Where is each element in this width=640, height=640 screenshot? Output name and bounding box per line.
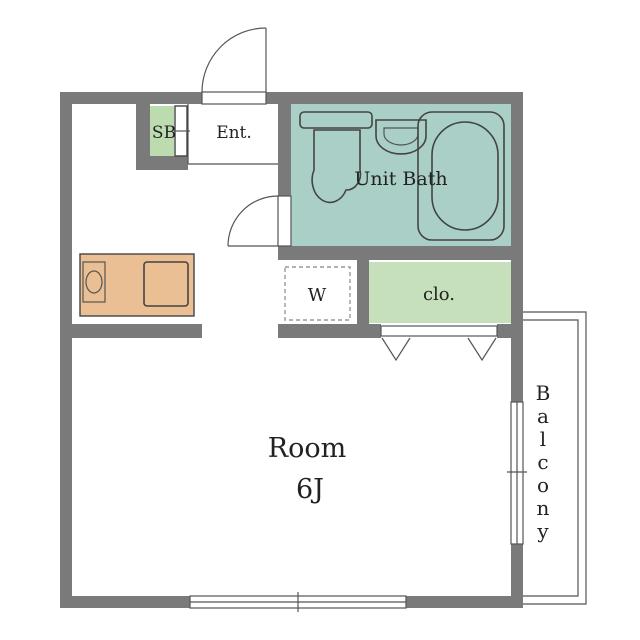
svg-text:n: n <box>537 496 550 520</box>
washer-space <box>284 266 351 321</box>
shoe-box-label: SB <box>152 123 176 143</box>
shoe-box-area <box>150 106 174 156</box>
room-size-label: 6J <box>296 474 324 505</box>
toilet-icon <box>299 111 373 204</box>
balcony-label: B a l c o n y <box>536 381 551 543</box>
entrance-step <box>187 104 278 165</box>
entrance-door[interactable] <box>201 27 267 105</box>
svg-text:l: l <box>540 427 546 451</box>
bath-door[interactable] <box>227 195 292 247</box>
kitchen-counter <box>79 253 195 317</box>
svg-text:y: y <box>536 519 549 543</box>
balcony-window[interactable] <box>507 401 527 545</box>
balcony-outline <box>523 311 587 605</box>
walls <box>60 92 523 608</box>
bathtub-icon <box>417 111 505 241</box>
stove-icon <box>82 261 106 303</box>
closet-area <box>369 262 511 323</box>
washer-label: W <box>308 285 327 306</box>
closet-label: clo. <box>423 284 455 305</box>
kitchen-sink-icon <box>143 261 189 307</box>
entrance-label: Ent. <box>216 123 252 143</box>
room-name-label: Room <box>268 433 346 464</box>
closet-doors[interactable] <box>380 325 498 362</box>
svg-text:c: c <box>537 450 548 474</box>
svg-text:o: o <box>537 473 549 497</box>
bottom-window <box>189 592 407 612</box>
unit-bath-label: Unit Bath <box>354 168 447 190</box>
svg-text:B: B <box>536 381 551 405</box>
svg-text:a: a <box>537 404 549 428</box>
